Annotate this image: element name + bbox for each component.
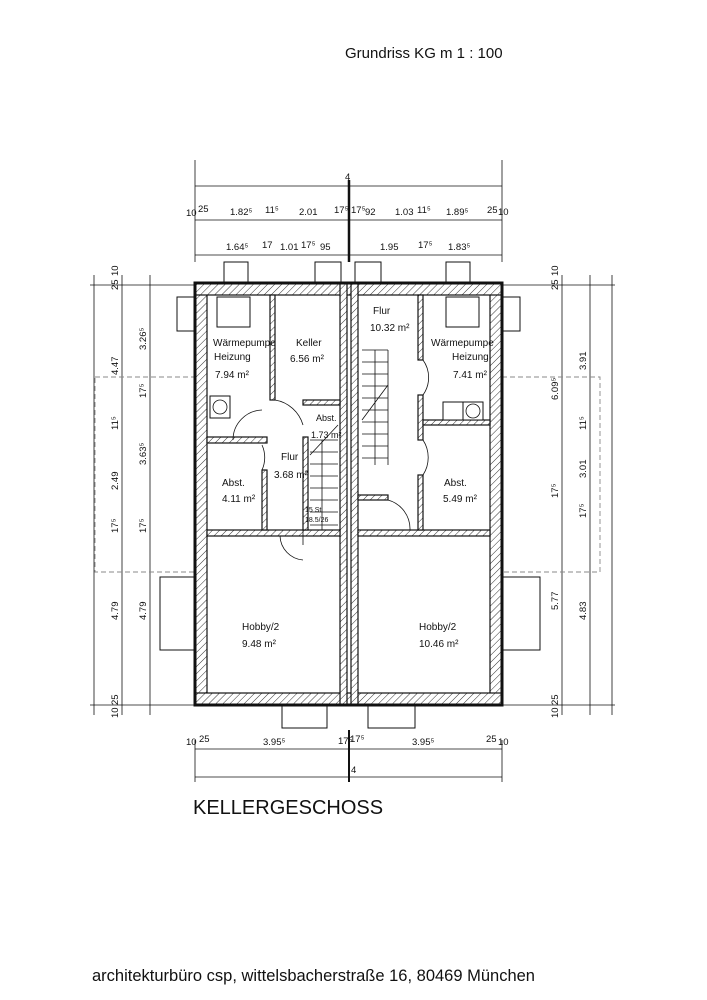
dim-label: 17⁵ (550, 483, 561, 498)
dim-label: 17⁵ (138, 383, 149, 398)
stair-label: 15 St (305, 507, 321, 514)
dim-label: 25 (550, 694, 561, 705)
dim-label: 17 (262, 240, 273, 251)
room-name-2: Heizung (452, 352, 489, 363)
dim-label: 25 (110, 279, 121, 290)
dim-label: 4.47 (110, 357, 121, 376)
dim-label: 17⁵ (418, 240, 433, 251)
dim-label: 1.83⁵ (448, 242, 470, 253)
dim-label: 10 (110, 265, 121, 276)
dim-label: 4.83 (578, 602, 589, 621)
dim-label: 10 (186, 208, 197, 219)
dim-label: 1.95 (380, 242, 399, 253)
dim-label: 6.09⁵ (550, 378, 561, 400)
staircase (309, 349, 389, 530)
dim-label: 10 (110, 707, 121, 718)
dim-label: 10 (498, 737, 509, 748)
dim-label: 25 (199, 734, 210, 745)
dim-label: 25 (110, 694, 121, 705)
room-area: 1.73 m² (311, 430, 342, 440)
walls (193, 281, 504, 707)
room-name-2: Heizung (214, 352, 251, 363)
dim-label: 25 (486, 734, 497, 745)
room-name: Hobby/2 (419, 622, 457, 633)
dim-label: 2.01 (299, 207, 318, 218)
dim-label: 17⁵ (334, 205, 349, 216)
dim-label: 11⁵ (417, 205, 431, 216)
dim-label: 17⁵ (110, 518, 121, 533)
room-area: 4.11 m² (222, 494, 256, 505)
dim-label: 10 (498, 207, 509, 218)
right-dimensions: 25 10 6.09⁵ 17⁵ 5.77 10 25 3.91 11⁵ 3.01… (502, 265, 615, 718)
room-name: Wärmepumpe (431, 338, 494, 349)
dim-label: 3.95⁵ (263, 737, 285, 748)
floor-title: KELLERGESCHOSS (193, 797, 383, 819)
dim-label: 10 (186, 737, 197, 748)
dim-label: 1.64⁵ (226, 242, 248, 253)
room-area: 10.46 m² (419, 639, 459, 650)
architect-footer: architekturbüro csp, wittelsbacherstraße… (92, 967, 535, 985)
dim-label: 95 (320, 242, 331, 253)
dim-label: 4.79 (138, 602, 149, 621)
dim-label: 17⁵ (578, 503, 589, 518)
room-name: Hobby/2 (242, 622, 280, 633)
left-dimensions: 25 10 4.47 11⁵ 2.49 17⁵ 4.79 10 25 3.26⁵… (90, 265, 195, 718)
dim-label: 3.26⁵ (138, 328, 149, 350)
stair-label: 18.5/26 (305, 517, 328, 524)
top-dimensions: 4 10 25 1.82⁵ 11⁵ 2.01 17⁵ 17⁵ 92 1.03 1… (186, 160, 509, 262)
room-area: 6.56 m² (290, 354, 325, 365)
dim-label: 1.03 (395, 207, 414, 218)
dim-label: 10 (550, 707, 561, 718)
dim-top-overall: 4 (345, 172, 350, 183)
room-area: 7.94 m² (215, 370, 250, 381)
room-name: Abst. (444, 478, 467, 489)
heat-pump-units (209, 296, 484, 421)
room-name: Abst. (222, 478, 245, 489)
room-area: 10.32 m² (370, 323, 410, 334)
dim-label: 17⁵ (301, 240, 316, 251)
dim-label: 1.82⁵ (230, 207, 252, 218)
doors (232, 359, 429, 561)
dim-label: 5.77 (550, 592, 561, 611)
room-name: Flur (373, 306, 391, 317)
dim-label: 25 (198, 204, 209, 215)
room-name: Keller (296, 338, 322, 349)
dim-label: 92 (365, 207, 376, 218)
dim-label: 3.91 (578, 352, 589, 371)
dim-label: 11⁵ (578, 416, 589, 430)
dim-label: 3.95⁵ (412, 737, 434, 748)
room-name: Flur (281, 452, 299, 463)
room-area: 7.41 m² (453, 370, 488, 381)
dim-label: 1.89⁵ (446, 207, 468, 218)
room-area: 5.49 m² (443, 494, 478, 505)
room-name: Wärmepumpe (213, 338, 276, 349)
dim-label: 17⁵ (338, 736, 353, 747)
dim-label: 11⁵ (265, 205, 279, 216)
dim-label: 10 (550, 265, 561, 276)
dim-label: 17⁵ (138, 518, 149, 533)
room-area: 3.68 m² (274, 470, 309, 481)
room-area: 9.48 m² (242, 639, 277, 650)
drawing-header: Grundriss KG m 1 : 100 (345, 45, 503, 62)
dim-label: 3.01 (578, 460, 589, 479)
dim-label: 25 (487, 205, 498, 216)
room-labels: Wärmepumpe Heizung 7.94 m² Keller 6.56 m… (213, 306, 494, 650)
dim-label: 2.49 (110, 472, 121, 491)
dim-label: 17⁵ (351, 205, 366, 216)
dim-label: 1.01 (280, 242, 299, 253)
dim-bottom-overall: 4 (351, 765, 356, 776)
dim-label: 11⁵ (110, 416, 121, 430)
window-wells (159, 261, 541, 729)
room-name: Abst. (316, 413, 337, 423)
dim-label: 4.79 (110, 602, 121, 621)
dim-label: 3.63⁵ (138, 443, 149, 465)
bottom-dimensions: 10 25 3.95⁵ 17⁵ 17⁵ 3.95⁵ 25 10 4 (186, 730, 509, 782)
dim-label: 25 (550, 279, 561, 290)
upper-floor-outline-left (94, 376, 196, 573)
dim-label: 17⁵ (350, 734, 365, 745)
